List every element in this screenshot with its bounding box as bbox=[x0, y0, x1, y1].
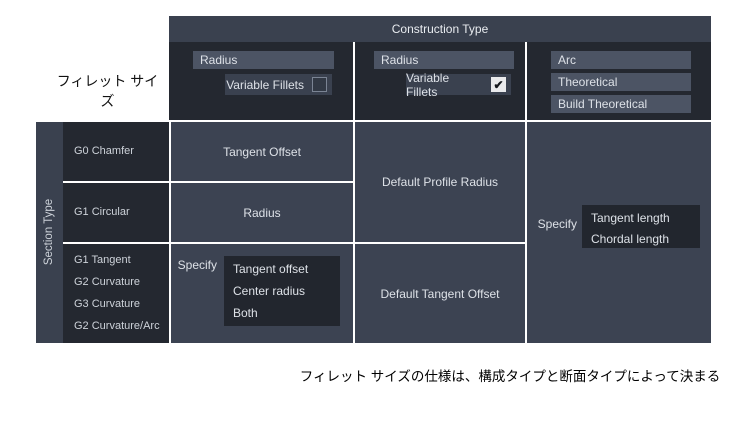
build-theoretical-option[interactable]: Build Theoretical bbox=[551, 95, 691, 113]
cell-default-tangent-offset-label: Default Tangent Offset bbox=[380, 286, 500, 301]
divider bbox=[63, 242, 526, 244]
cell-default-tangent-offset: Default Tangent Offset bbox=[355, 244, 525, 343]
option-both[interactable]: Both bbox=[224, 302, 340, 324]
variable-fillets-row-col2: Variable Fillets ✔ bbox=[406, 71, 511, 99]
cell-radius: Radius bbox=[171, 183, 353, 242]
variable-fillets-label-col2: Variable Fillets bbox=[406, 70, 450, 99]
theoretical-option[interactable]: Theoretical bbox=[551, 73, 691, 91]
cell-tangent-offset: Tangent Offset bbox=[171, 122, 353, 181]
option-center-radius[interactable]: Center radius bbox=[224, 280, 340, 302]
divider bbox=[63, 181, 353, 183]
arc-option[interactable]: Arc bbox=[551, 51, 691, 69]
arc-option-label: Arc bbox=[558, 53, 576, 67]
cell-radius-label: Radius bbox=[243, 205, 281, 220]
divider bbox=[169, 122, 171, 343]
radius-dropdown-col1[interactable]: Radius bbox=[193, 51, 334, 69]
section-row-g1-tangent: G1 Tangent bbox=[74, 254, 131, 266]
variable-fillets-checkbox-col2-checked[interactable]: ✔ bbox=[491, 77, 506, 92]
variable-fillets-label-col1: Variable Fillets bbox=[226, 77, 304, 92]
option-chordal-length-label: Chordal length bbox=[591, 231, 670, 246]
option-tangent-length[interactable]: Tangent length bbox=[582, 207, 700, 228]
specify-options-panel-col1: Tangent offset Center radius Both bbox=[224, 256, 340, 326]
section-row-g0-chamfer: G0 Chamfer bbox=[74, 145, 134, 157]
option-tangent-length-label: Tangent length bbox=[591, 210, 670, 225]
construction-type-header: Construction Type bbox=[169, 16, 711, 42]
section-type-strip bbox=[36, 122, 63, 343]
divider bbox=[525, 42, 527, 343]
section-row-g2-curvature: G2 Curvature bbox=[74, 276, 141, 288]
option-tangent-offset-label: Tangent offset bbox=[233, 262, 309, 276]
section-row-g1-circular: G1 Circular bbox=[74, 206, 130, 218]
cell-default-profile-radius-label: Default Profile Radius bbox=[381, 175, 499, 189]
option-chordal-length[interactable]: Chordal length bbox=[582, 228, 700, 249]
figure-caption: フィレット サイズの仕様は、構成タイプと断面タイプによって決まる bbox=[299, 369, 721, 384]
build-theoretical-option-label: Build Theoretical bbox=[558, 97, 648, 111]
section-row-g2-curvature-arc: G2 Curvature/Arc bbox=[74, 320, 160, 332]
divider bbox=[353, 42, 355, 343]
variable-fillets-row-col1: Variable Fillets bbox=[225, 74, 332, 95]
section-row-g3-curvature: G3 Curvature bbox=[74, 298, 141, 310]
section-labels-region bbox=[63, 122, 169, 343]
section-type-label: Section Type bbox=[43, 198, 55, 266]
variable-fillets-checkbox-col1-unchecked[interactable] bbox=[312, 77, 327, 92]
section-row-group: G1 Tangent G2 Curvature G3 Curvature G2 … bbox=[74, 249, 160, 337]
option-center-radius-label: Center radius bbox=[233, 284, 306, 298]
cell-default-profile-radius: Default Profile Radius bbox=[355, 122, 525, 242]
specify-label-col1: Specify bbox=[177, 258, 217, 272]
radius-dropdown-col1-value: Radius bbox=[200, 53, 238, 67]
divider bbox=[169, 120, 711, 122]
cell-tangent-offset-label: Tangent Offset bbox=[223, 144, 301, 159]
construction-type-header-label: Construction Type bbox=[391, 22, 489, 36]
specify-label-col3: Specify bbox=[537, 217, 577, 231]
radius-dropdown-col2-value: Radius bbox=[381, 53, 419, 67]
option-tangent-offset[interactable]: Tangent offset bbox=[224, 258, 340, 280]
specify-options-panel-col3: Tangent length Chordal length bbox=[582, 205, 700, 248]
fillet-size-title: フィレット サイズ bbox=[56, 73, 159, 109]
option-both-label: Both bbox=[233, 306, 258, 320]
radius-dropdown-col2[interactable]: Radius bbox=[374, 51, 514, 69]
theoretical-option-label: Theoretical bbox=[558, 75, 618, 89]
